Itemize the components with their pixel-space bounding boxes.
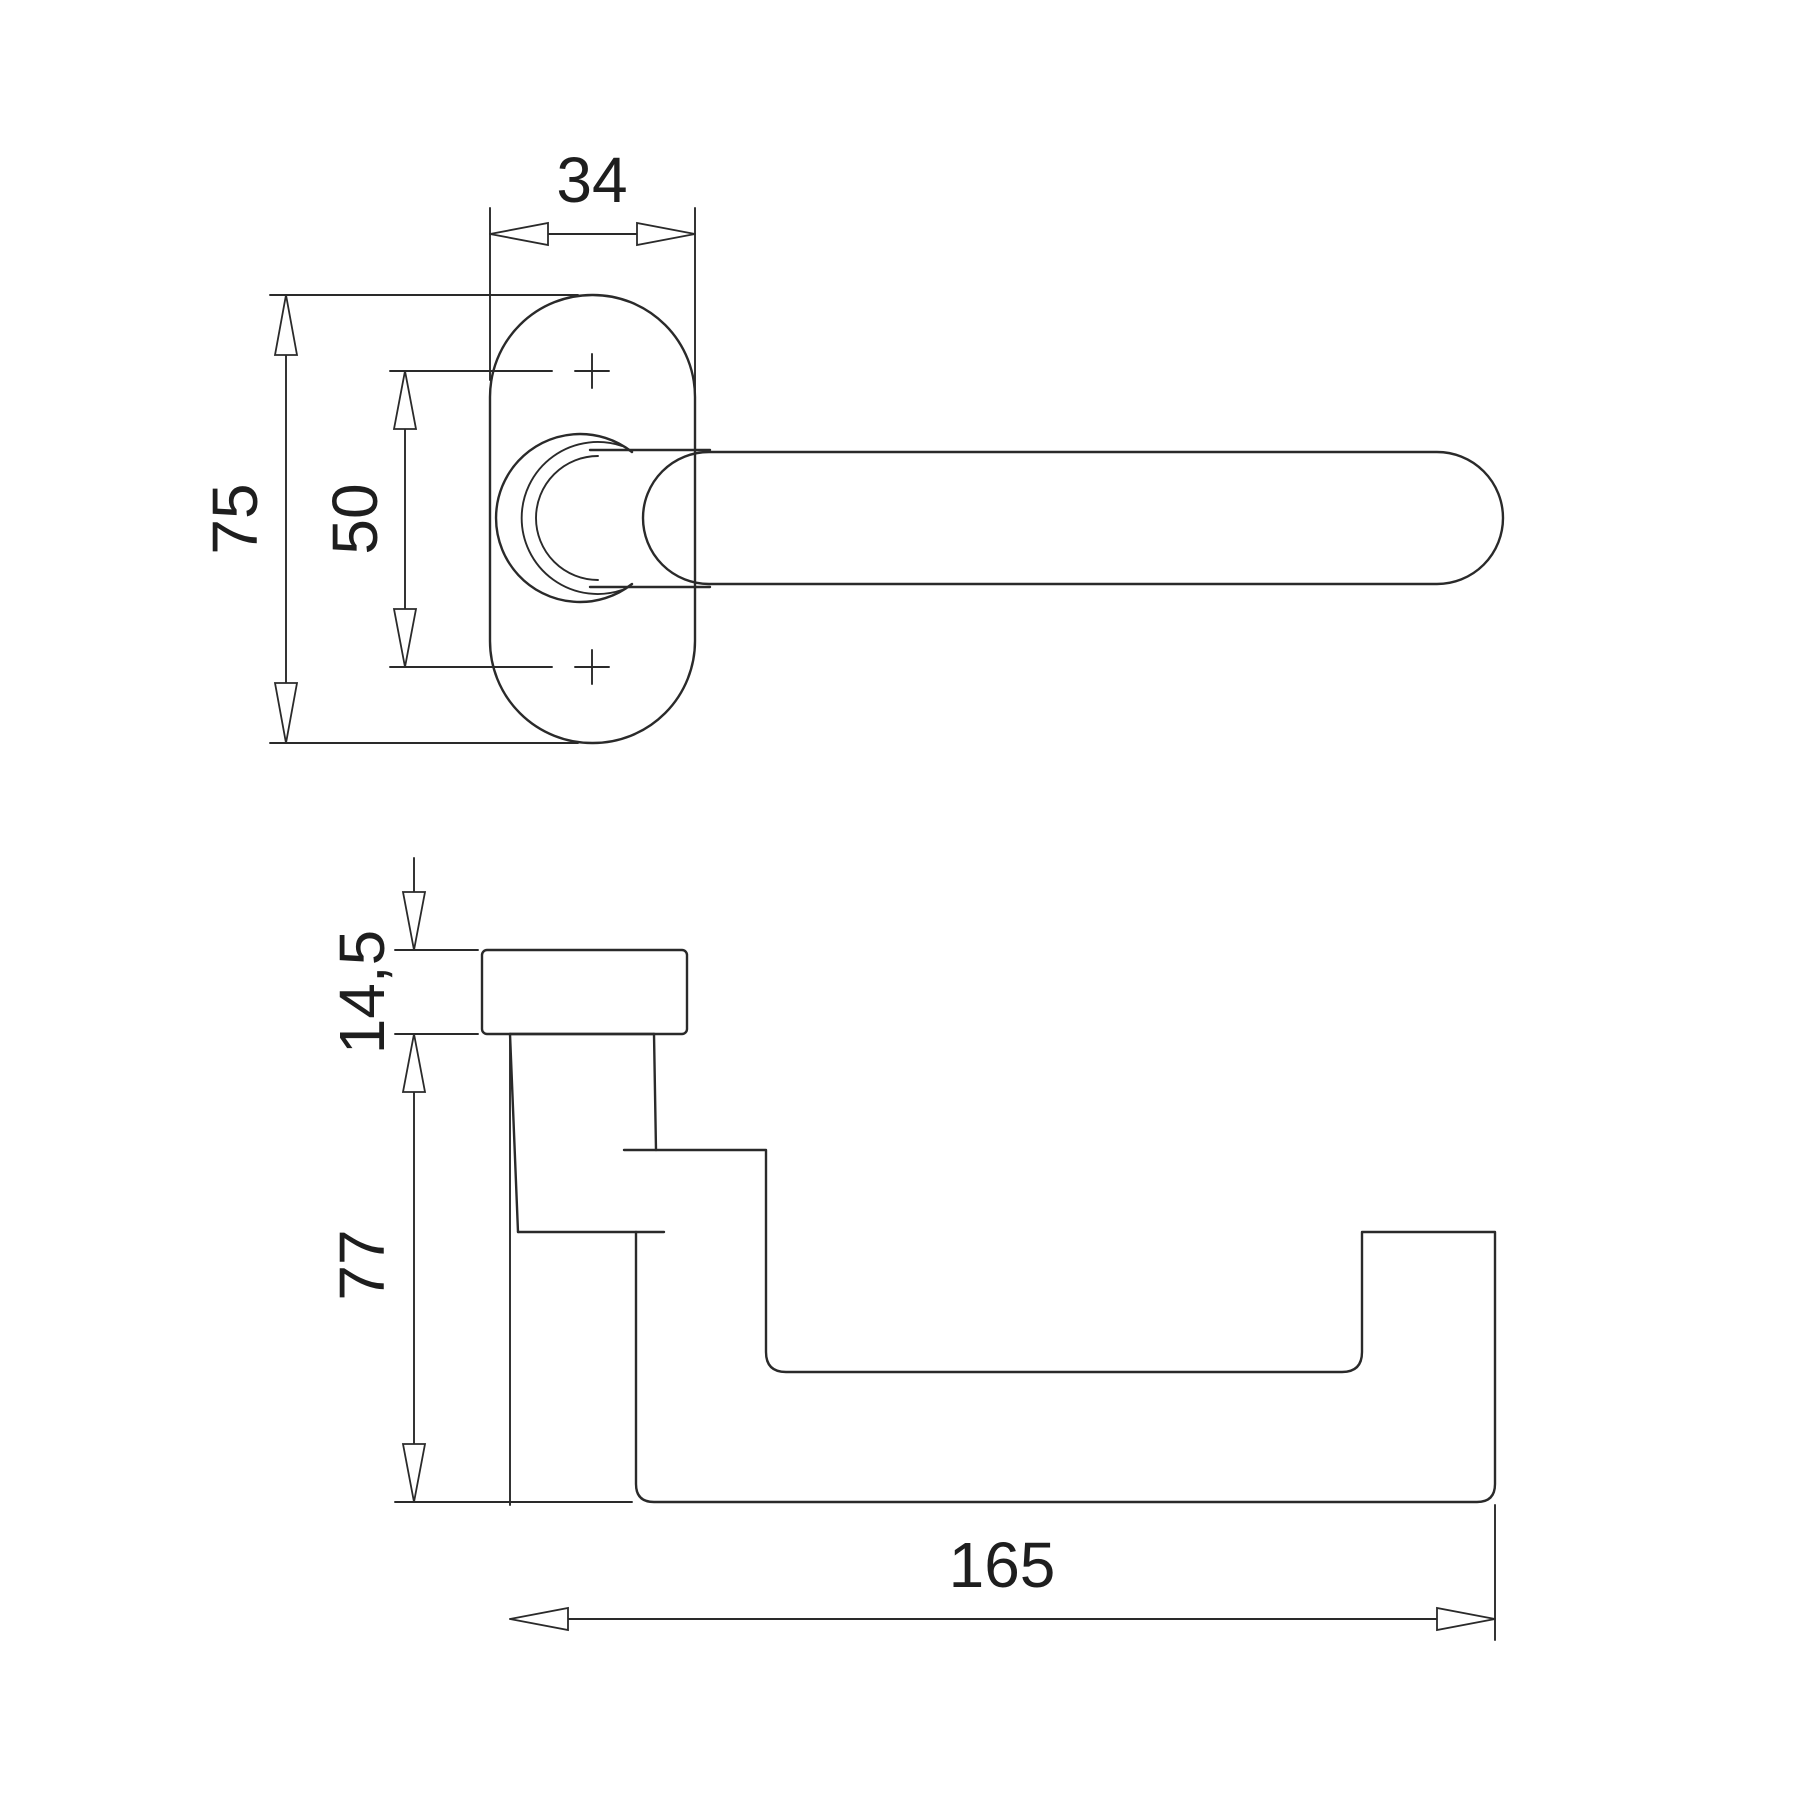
- dimension-rose-thickness: 14,5: [326, 857, 427, 1503]
- dimension-lever-height: 77: [326, 1229, 427, 1503]
- dimension-lever-length: 165: [509, 1529, 1496, 1632]
- dimension-hole-spacing-label: 50: [319, 483, 391, 554]
- neck-side: [508, 1032, 666, 1506]
- lever-bar: [641, 450, 1505, 586]
- rose-plate: [488, 293, 697, 745]
- front-view: [269, 207, 1505, 745]
- rose-side: [480, 948, 689, 1036]
- dimension-hole-spacing: 50: [319, 370, 418, 668]
- screw-hole-bottom: [574, 649, 610, 685]
- dimension-width: 34: [489, 144, 696, 247]
- lever-side-profile: [622, 1148, 1497, 1504]
- dimension-height: 75: [199, 294, 299, 744]
- dimension-height-label: 75: [199, 483, 271, 554]
- side-view: [394, 948, 1497, 1641]
- dimension-rose-thickness-label: 14,5: [326, 930, 398, 1055]
- dimension-lever-height-label: 77: [326, 1229, 398, 1300]
- dimension-width-label: 34: [556, 144, 627, 216]
- dimension-lever-length-label: 165: [949, 1529, 1056, 1601]
- screw-hole-top: [574, 353, 610, 389]
- lever-neck: [494, 432, 712, 604]
